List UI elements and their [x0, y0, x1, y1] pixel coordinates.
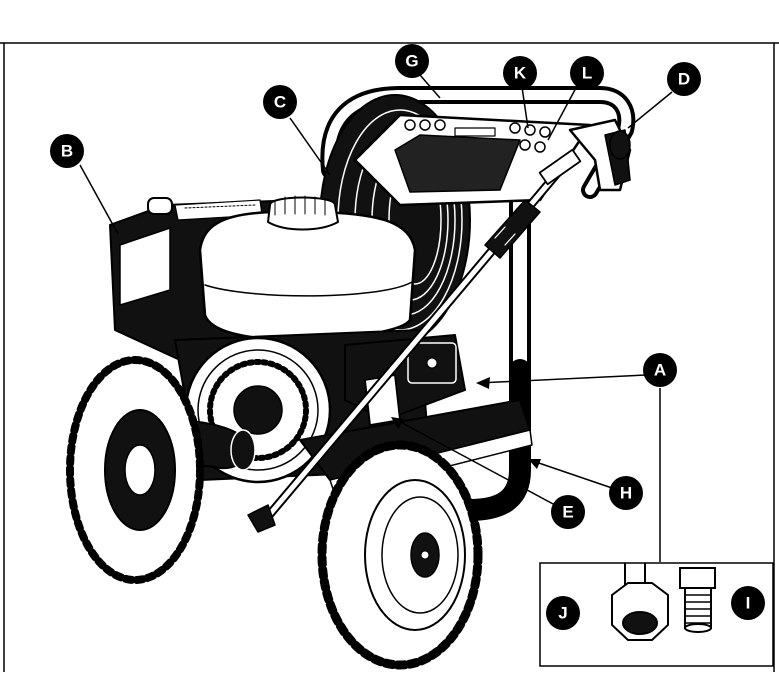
callout-K: K: [503, 56, 537, 90]
callout-B: B: [50, 134, 84, 168]
callout-J-label: J: [558, 604, 567, 623]
left-wheel: [66, 356, 204, 584]
callout-K-label: K: [514, 64, 527, 83]
leader-C: [289, 117, 331, 176]
male-fitting: [679, 567, 716, 633]
figure-frame: [0, 42, 779, 672]
callout-A-label: A: [654, 361, 666, 380]
leader-L: [547, 85, 578, 141]
spray-wand: [247, 148, 582, 533]
fittings-inset: [539, 562, 774, 667]
callout-I: I: [731, 586, 765, 620]
leader-B: [79, 164, 119, 235]
female-fitting: [611, 563, 669, 641]
leader-lines: [79, 74, 735, 611]
leader-H: [529, 459, 613, 489]
leader-K: [521, 86, 529, 129]
fuel-tank: [198, 195, 417, 342]
leader-D: [627, 91, 673, 129]
callout-C: C: [263, 85, 297, 119]
pressure-washer-illustration: [66, 86, 636, 670]
leader-E: [392, 417, 556, 506]
callout-L-label: L: [582, 64, 592, 83]
callout-G: G: [395, 44, 429, 78]
callout-L: L: [570, 56, 604, 90]
arrowhead-A: [476, 377, 490, 389]
callout-D: D: [667, 62, 701, 96]
callout-I-label: I: [746, 594, 751, 613]
callout-B-label: B: [61, 142, 73, 161]
control-panel: [353, 113, 592, 207]
callout-H: H: [609, 476, 643, 510]
leader-G: [419, 74, 441, 99]
callout-G-label: G: [405, 52, 418, 71]
arrowhead-E: [391, 417, 404, 429]
callout-E: E: [551, 495, 585, 529]
callout-H-label: H: [620, 484, 632, 503]
callout-D-label: D: [678, 70, 690, 89]
callout-C-label: C: [274, 93, 286, 112]
callout-J: J: [546, 596, 580, 630]
leader-A-pump: [477, 374, 647, 384]
right-wheel: [317, 440, 483, 670]
callout-A: A: [643, 353, 677, 387]
arrowhead-H: [528, 459, 541, 469]
callout-E-label: E: [562, 503, 573, 522]
spray-gun: [568, 118, 632, 192]
